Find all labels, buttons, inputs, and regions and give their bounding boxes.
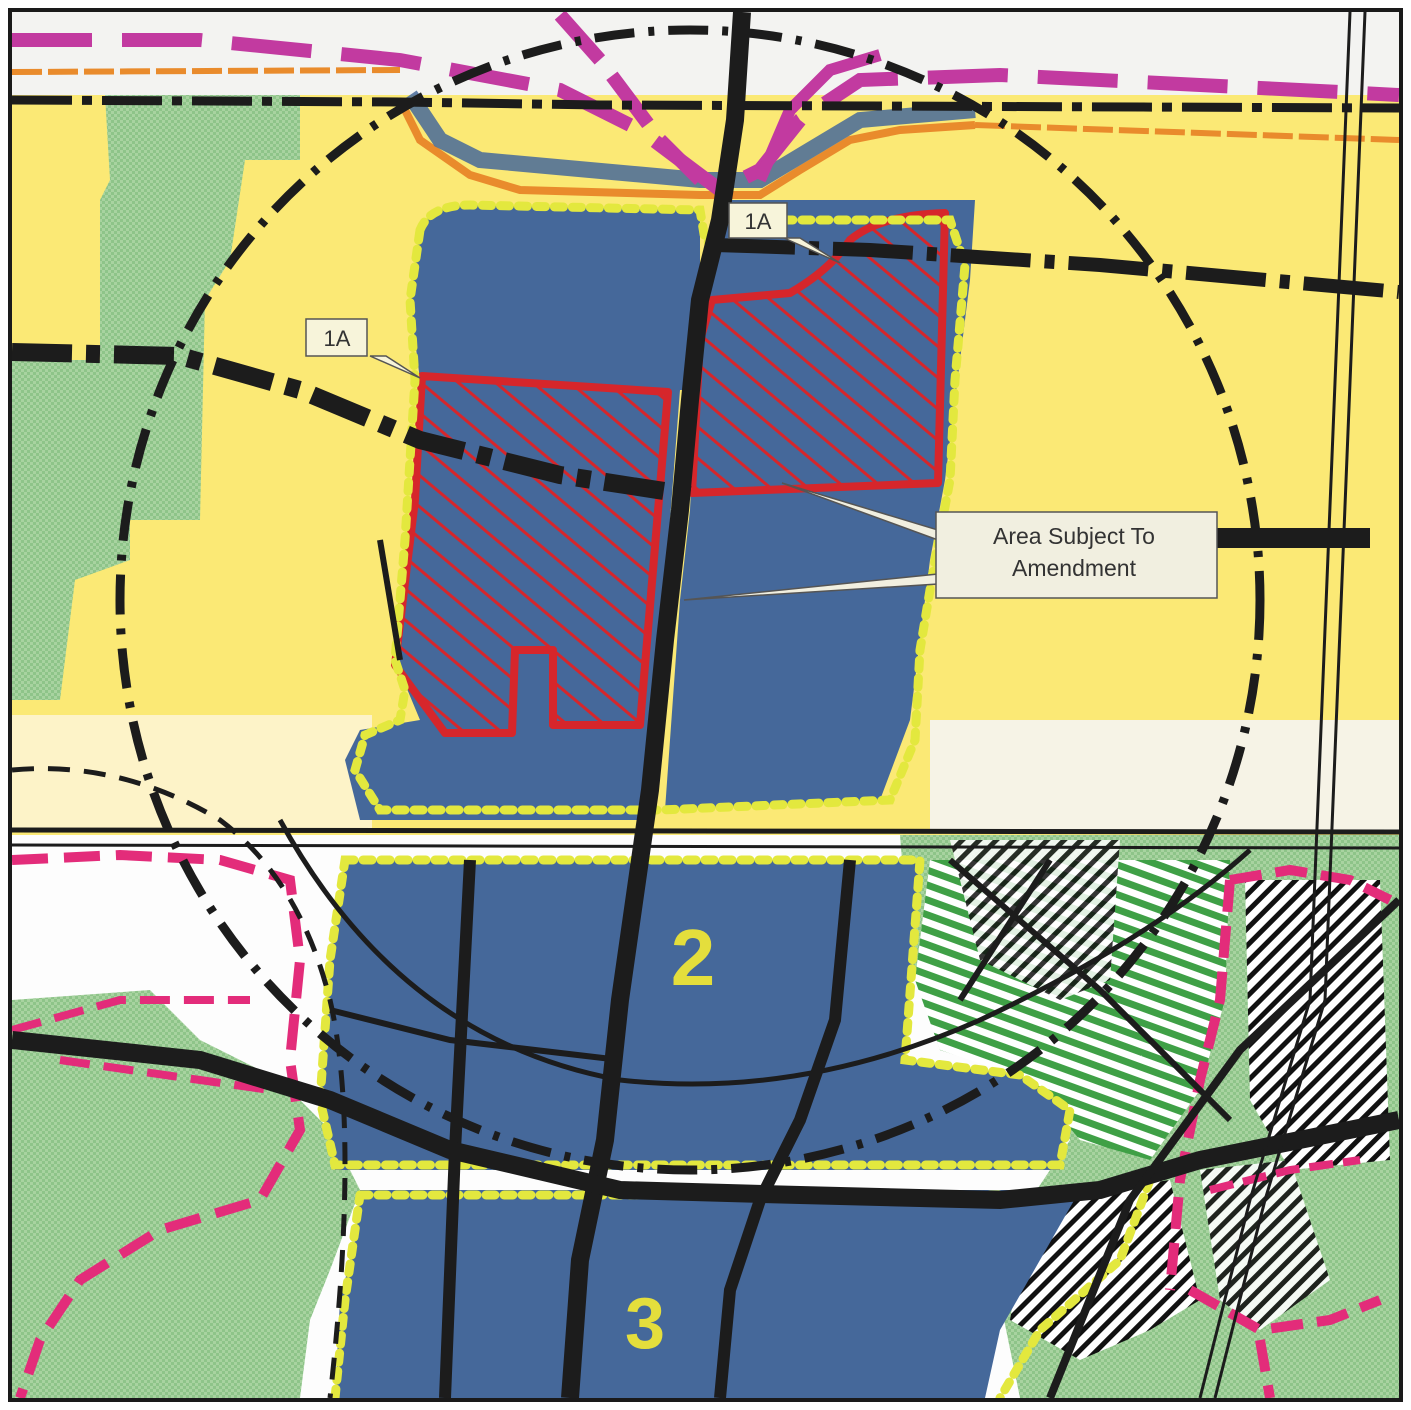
dashed-line-west xyxy=(12,766,348,1398)
road-north-south-main xyxy=(561,12,751,1398)
blue-area-zone-3 xyxy=(335,1190,1080,1398)
road-mid-east-west xyxy=(12,827,1399,835)
callout-1a-north: 1A xyxy=(728,202,788,239)
road-top xyxy=(12,95,1399,113)
arc-line-lower xyxy=(277,818,1252,1087)
zone-label-2: 2 xyxy=(671,913,716,1002)
radius-circle-upper xyxy=(115,25,1265,1175)
callout-amendment-line1: Area Subject To xyxy=(993,523,1155,549)
magenta-route-top xyxy=(12,33,1399,199)
callout-leaders xyxy=(369,237,939,601)
road-east-arterial xyxy=(714,238,1399,299)
callout-1a-west: 1A xyxy=(305,318,368,357)
map-border xyxy=(8,8,1403,1402)
road-west-arterial xyxy=(12,343,692,504)
zone-label-3: 3 xyxy=(625,1284,665,1364)
callout-1a-north-text: 1A xyxy=(745,209,772,234)
amendment-area-east xyxy=(688,209,949,497)
rail-line-east xyxy=(1198,12,1352,1398)
blue-area-zone-2 xyxy=(320,860,1070,1170)
green-area-lower-left xyxy=(12,990,360,1398)
callout-1a-west-text: 1A xyxy=(324,326,351,351)
road-zone-2-east xyxy=(714,859,856,1398)
base-layers: 2 3 xyxy=(12,12,1399,1398)
green-area-upper-left xyxy=(12,95,300,700)
callout-amendment-line2: Amendment xyxy=(1012,555,1137,581)
zone-2-dotted-boundary xyxy=(315,855,1075,1170)
callout-amendment: Area Subject To Amendment xyxy=(935,511,1218,599)
zone-1-dotted-boundary xyxy=(350,200,970,815)
pink-dashed-boundary-east xyxy=(1165,864,1393,1398)
